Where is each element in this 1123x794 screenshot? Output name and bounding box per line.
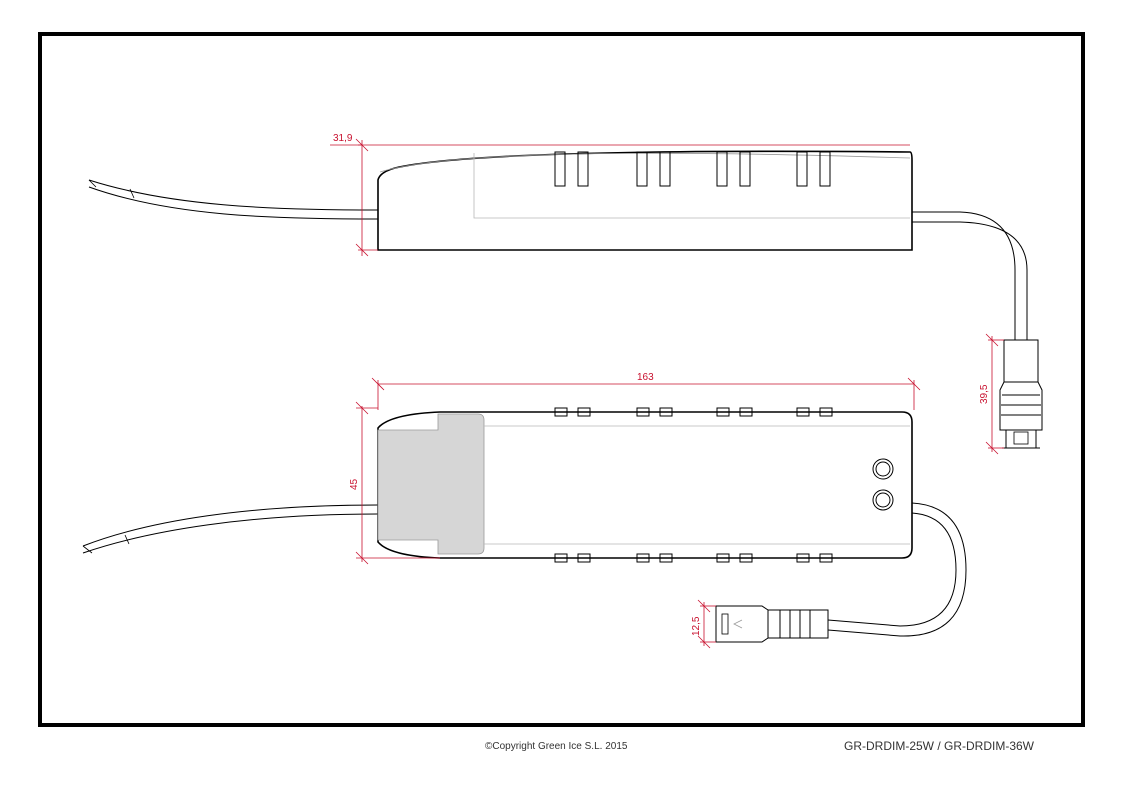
top-input-cable <box>82 504 379 547</box>
copyright-text: ©Copyright Green Ice S.L. 2015 <box>485 741 628 752</box>
side-view-body <box>377 150 913 251</box>
model-number: GR-DRDIM-25W / GR-DRDIM-36W <box>844 739 1034 753</box>
drawing-frame <box>38 32 1085 727</box>
side-view <box>88 150 1043 449</box>
side-vents <box>554 151 831 187</box>
dimension-lines <box>330 138 1004 649</box>
end-cover <box>377 413 485 555</box>
dim-connector-width-label: 12,5 <box>691 616 702 636</box>
side-input-cable <box>88 179 379 211</box>
top-output-cable <box>827 502 967 637</box>
top-view <box>82 407 967 643</box>
dim-connector-length-label: 39,5 <box>979 384 990 404</box>
side-output-cable <box>912 211 1016 340</box>
screw-holes <box>872 458 894 511</box>
top-vents <box>554 407 833 563</box>
dim-width-label: 45 <box>349 478 360 490</box>
dim-length-label: 163 <box>637 372 654 383</box>
side-connector <box>999 339 1043 449</box>
dim-height-label: 31,9 <box>333 133 353 144</box>
top-connector <box>715 605 829 643</box>
top-view-body <box>377 411 913 559</box>
